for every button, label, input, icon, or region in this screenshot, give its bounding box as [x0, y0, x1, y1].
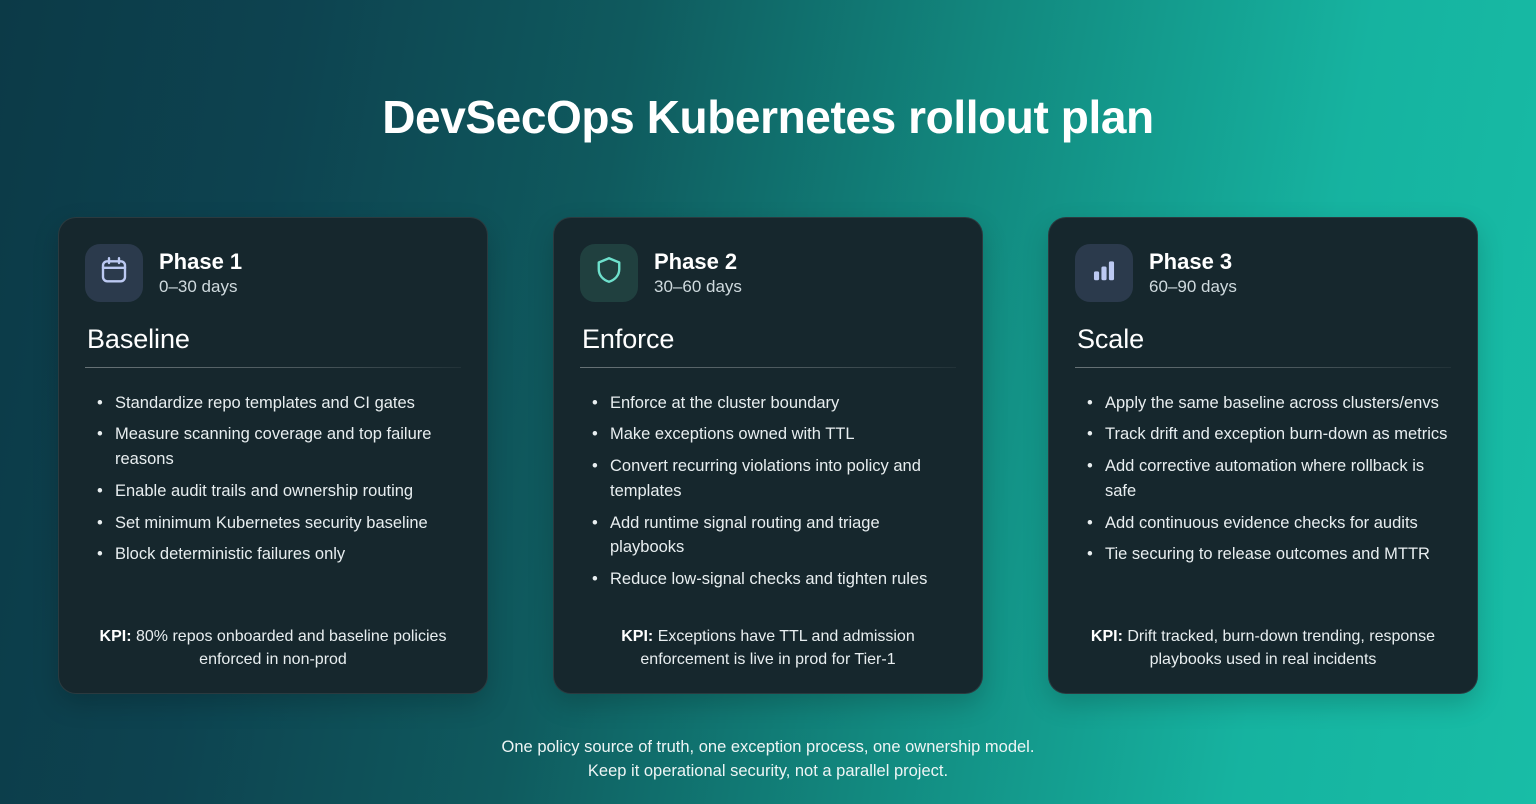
icon-tile	[85, 243, 143, 302]
section-divider	[580, 366, 956, 368]
phase-card-1: Phase 1 0–30 days Baseline Standardize r…	[58, 216, 488, 695]
section-divider	[1075, 366, 1451, 368]
list-item: Set minimum Kubernetes security baseline	[97, 511, 461, 536]
list-item: Standardize repo templates and CI gates	[97, 391, 461, 416]
kpi-label: KPI:	[621, 627, 654, 645]
phase-name: Phase 3	[1149, 248, 1233, 274]
phase-meta: Phase 2 30–60 days	[654, 249, 742, 297]
icon-tile	[580, 243, 638, 302]
list-item: Block deterministic failures only	[97, 542, 461, 567]
phase-range: 0–30 days	[159, 276, 238, 296]
kpi-label: KPI:	[1090, 627, 1123, 645]
kpi-text: Exceptions have TTL and admission enforc…	[640, 627, 915, 669]
kpi-label: KPI:	[99, 627, 132, 645]
kpi-text: Drift tracked, burn-down trending, respo…	[1122, 627, 1436, 669]
phase-name: Phase 2	[654, 248, 738, 274]
phase-range: 60–90 days	[1149, 276, 1237, 296]
kpi-text: 80% repos onboarded and baseline policie…	[131, 627, 447, 669]
phase-meta: Phase 3 60–90 days	[1149, 249, 1237, 297]
kpi-footer: KPI: Exceptions have TTL and admission e…	[580, 599, 956, 671]
phase-range: 30–60 days	[654, 276, 742, 296]
calendar-icon	[99, 255, 129, 290]
section-title: Baseline	[87, 323, 190, 354]
kpi-footer: KPI: Drift tracked, burn-down trending, …	[1075, 599, 1451, 671]
section-title: Enforce	[582, 323, 675, 354]
list-item: Convert recurring violations into policy…	[592, 454, 956, 504]
list-item: Add corrective automation where rollback…	[1087, 454, 1451, 504]
list-item: Tie securing to release outcomes and MTT…	[1087, 542, 1451, 567]
list-item: Reduce low-signal checks and tighten rul…	[592, 567, 956, 592]
list-item: Add continuous evidence checks for audit…	[1087, 511, 1451, 536]
section-divider	[85, 366, 461, 368]
bullet-list: Enforce at the cluster boundary Make exc…	[580, 391, 956, 599]
list-item: Track drift and exception burn-down as m…	[1087, 422, 1451, 447]
card-header: Phase 2 30–60 days	[580, 243, 956, 302]
bar-chart-icon	[1090, 256, 1118, 289]
footer-note: One policy source of truth, one exceptio…	[502, 736, 1035, 783]
card-header: Phase 3 60–90 days	[1075, 243, 1451, 302]
list-item: Enable audit trails and ownership routin…	[97, 479, 461, 504]
phase-card-3: Phase 3 60–90 days Scale Apply the same …	[1048, 216, 1478, 695]
phase-name: Phase 1	[159, 248, 243, 274]
list-item: Make exceptions owned with TTL	[592, 422, 956, 447]
phase-meta: Phase 1 0–30 days	[159, 249, 242, 297]
footer-line-2: Keep it operational security, not a para…	[587, 761, 949, 780]
icon-tile	[1075, 243, 1133, 302]
footer-line-1: One policy source of truth, one exceptio…	[501, 738, 1035, 757]
list-item: Measure scanning coverage and top failur…	[97, 422, 461, 472]
bullet-list: Standardize repo templates and CI gates …	[85, 391, 461, 575]
list-item: Apply the same baseline across clusters/…	[1087, 391, 1451, 416]
page-title: DevSecOps Kubernetes rollout plan	[382, 91, 1154, 143]
list-item: Add runtime signal routing and triage pl…	[592, 511, 956, 561]
list-item: Enforce at the cluster boundary	[592, 391, 956, 416]
kpi-footer: KPI: 80% repos onboarded and baseline po…	[85, 599, 461, 671]
card-header: Phase 1 0–30 days	[85, 243, 461, 302]
section-title: Scale	[1077, 323, 1145, 354]
phase-cards-row: Phase 1 0–30 days Baseline Standardize r…	[58, 216, 1478, 695]
shield-icon	[594, 255, 624, 290]
phase-card-2: Phase 2 30–60 days Enforce Enforce at th…	[553, 216, 983, 695]
bullet-list: Apply the same baseline across clusters/…	[1075, 391, 1451, 575]
